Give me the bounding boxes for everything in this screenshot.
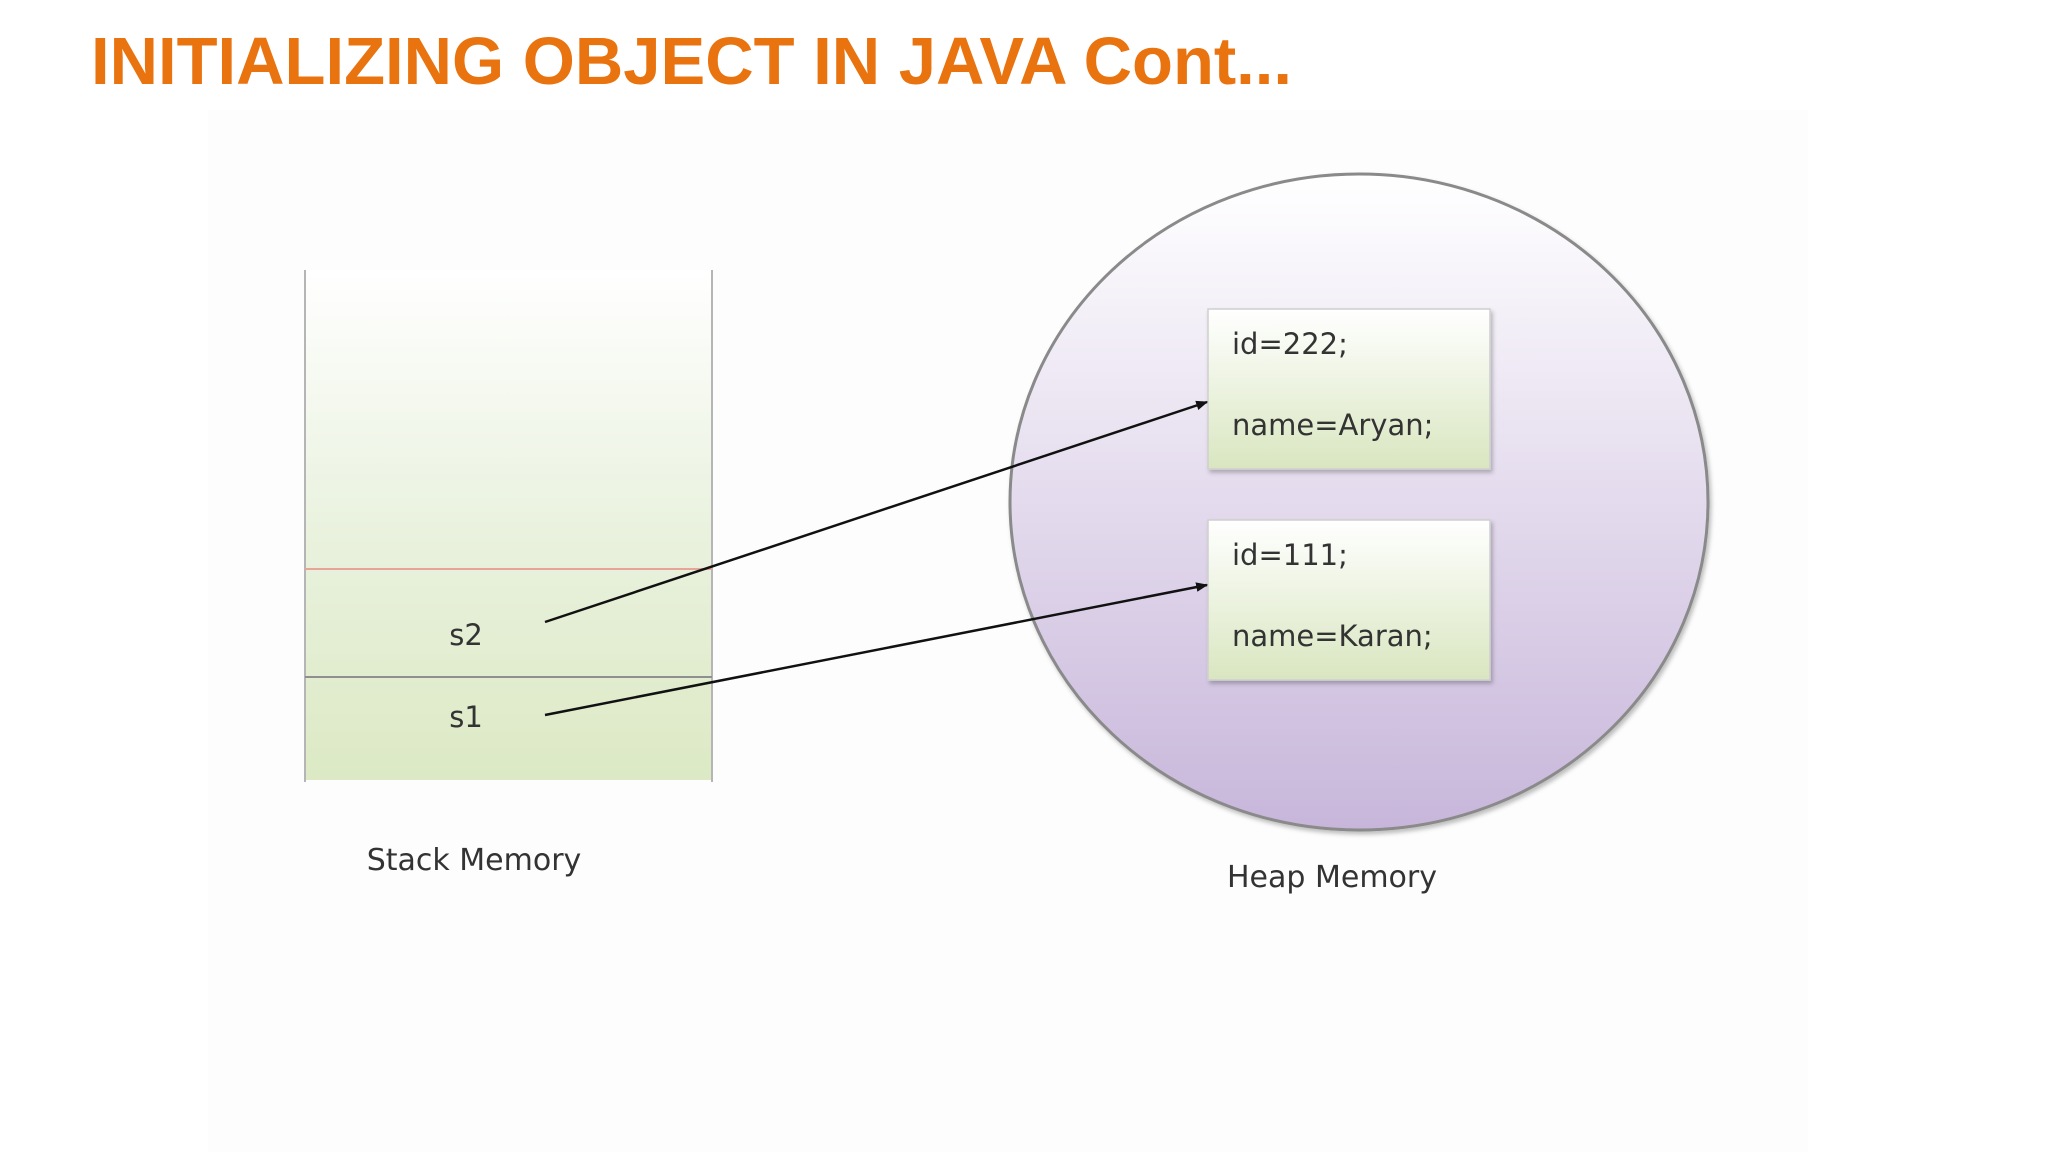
object-name: name=Aryan; [1232,408,1433,442]
stack-slot-s1: s1 [449,700,483,734]
heap-object-karan: id=111; name=Karan; [1207,519,1491,681]
object-id: id=222; [1232,327,1348,361]
heap-memory: id=222; name=Aryan; id=111; name=Karan; … [1008,172,1710,895]
object-box [1207,308,1491,470]
object-name: name=Karan; [1232,619,1433,653]
reference-arrow-s2 [544,400,1209,624]
object-id: id=111; [1232,538,1348,572]
stack-slot-s2: s2 [449,618,483,652]
object-box [1207,519,1491,681]
heap-circle [1008,172,1710,832]
slide-title: INITIALIZING OBJECT IN JAVA Cont... [91,24,1293,99]
stack-container [305,270,712,780]
reference-arrow-s1 [544,582,1209,717]
heap-object-aryan: id=222; name=Aryan; [1207,308,1491,470]
stack-memory-label: Stack Memory [367,843,582,878]
stack-memory: s2 s1 Stack Memory [304,270,713,878]
heap-memory-label: Heap Memory [1227,860,1437,895]
